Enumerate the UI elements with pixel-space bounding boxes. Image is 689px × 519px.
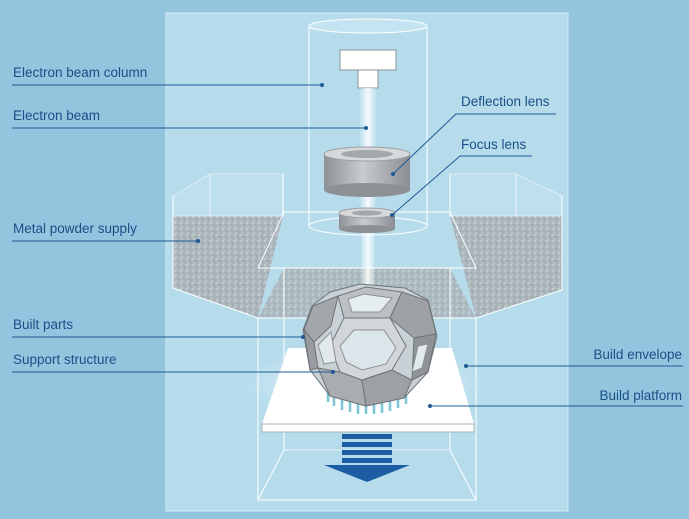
label-electron-beam-column: Electron beam column xyxy=(13,65,148,80)
label-deflection-lens: Deflection lens xyxy=(461,94,550,109)
label-metal-powder-supply: Metal powder supply xyxy=(13,221,137,236)
label-electron-beam: Electron beam xyxy=(13,108,101,123)
deflection-lens-ring xyxy=(323,146,411,197)
label-build-platform: Build platform xyxy=(599,388,682,403)
right-powder-hopper xyxy=(449,173,563,319)
electron-beam-column xyxy=(308,18,428,236)
label-support-structure: Support structure xyxy=(13,352,117,367)
platform-descent-arrow xyxy=(324,434,410,482)
label-built-parts: Built parts xyxy=(13,317,74,332)
electron-gun xyxy=(339,49,397,89)
label-build-envelope: Build envelope xyxy=(593,347,682,362)
label-focus-lens: Focus lens xyxy=(461,137,527,152)
leader-lines xyxy=(12,84,683,407)
left-powder-hopper xyxy=(172,173,284,319)
focus-lens-ring xyxy=(338,207,396,233)
leader-dots xyxy=(196,83,468,408)
built-part-lattice xyxy=(302,283,438,407)
